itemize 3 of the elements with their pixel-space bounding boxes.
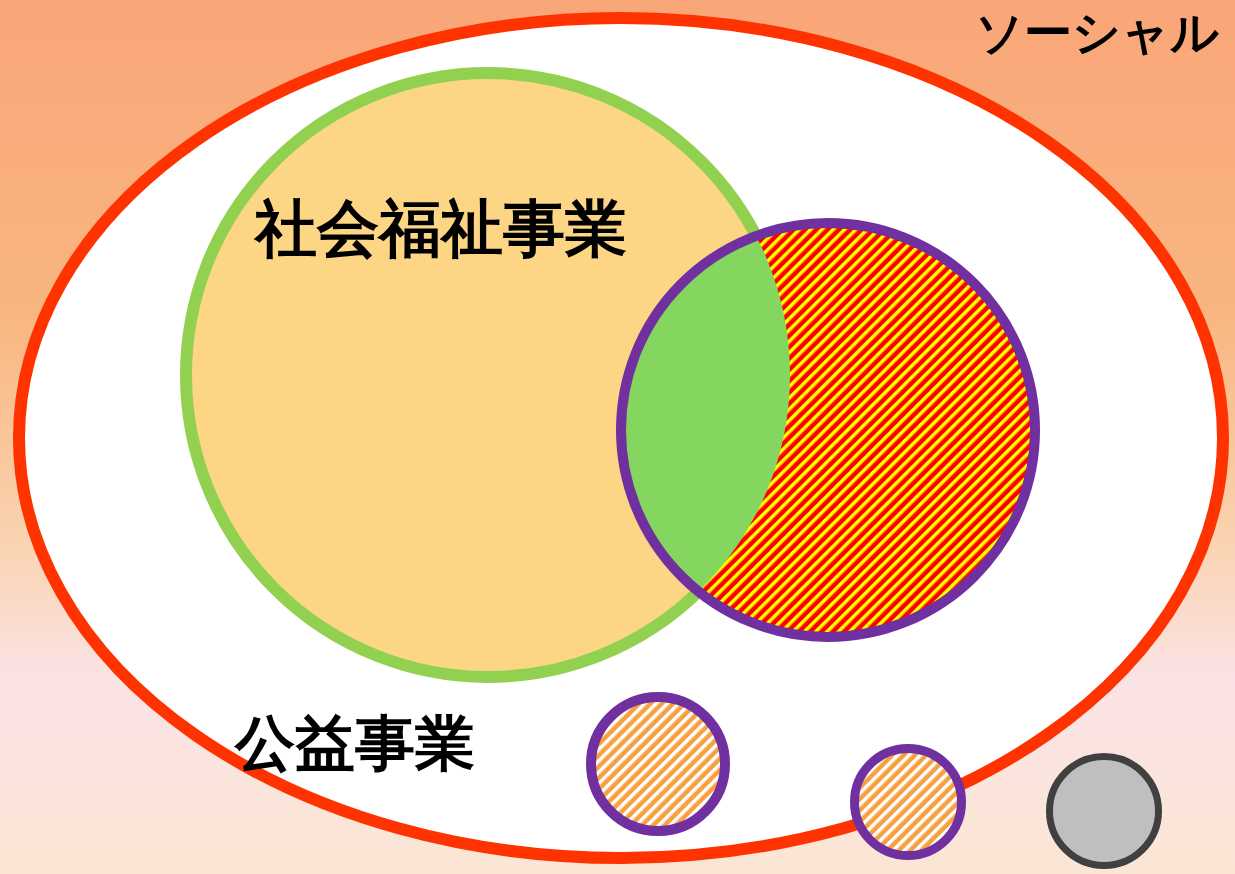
category-label: ソーシャル xyxy=(975,6,1219,59)
region-label: 公益事業 xyxy=(235,710,475,776)
region-label: 社会福祉事業 xyxy=(255,195,627,264)
